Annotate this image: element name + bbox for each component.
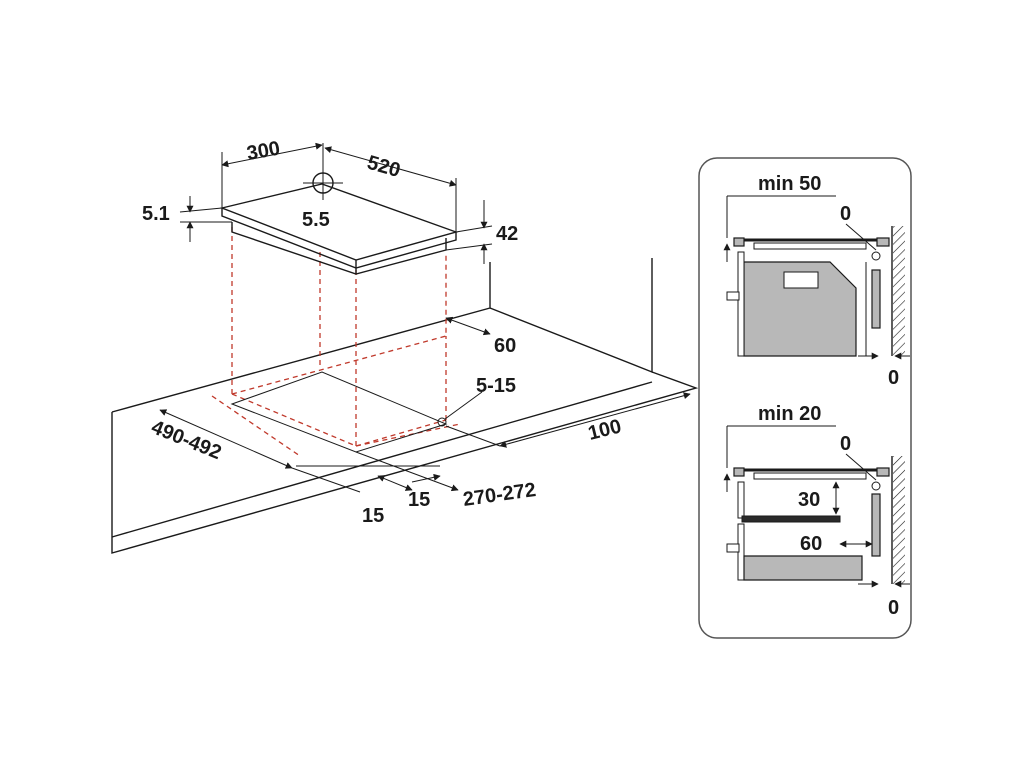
- dim-front-100: 100: [586, 415, 624, 444]
- dim-rear-60: 60: [494, 335, 516, 357]
- zero-top-label: 0: [840, 203, 851, 225]
- dim-60-label: 60: [800, 533, 822, 555]
- dimension-lines: [159, 142, 691, 493]
- dim-height-42: 42: [496, 223, 518, 245]
- side-top-diagram: [723, 195, 910, 360]
- dim-center-5-5: 5.5: [302, 209, 330, 231]
- side-bottom-diagram: [723, 425, 910, 588]
- side-panel: min 50 0 0: [698, 157, 912, 639]
- main-isometric-drawing: 300 520 5.1 5.5 42 60 5-15 100 490-492 1…: [111, 137, 699, 554]
- min-20-label: min 20: [758, 403, 821, 425]
- side-bottom-labels: min 20 0 30 60 0: [758, 403, 899, 619]
- min-50-label: min 50: [758, 173, 821, 195]
- dim-glass-5-1: 5.1: [142, 203, 170, 225]
- cutout-outline: [211, 224, 461, 457]
- zero-bottom-label: 0: [888, 367, 899, 389]
- dim-cutout-490-492: 490-492: [148, 416, 224, 464]
- dim-right-15: 15: [408, 489, 430, 511]
- dim-left-15: 15: [362, 505, 384, 527]
- side-top-labels: min 50 0 0: [758, 173, 899, 389]
- zero-bottom-label-2: 0: [888, 597, 899, 619]
- hob: [219, 143, 459, 275]
- cutout-edges: [230, 371, 448, 453]
- dimension-labels: 300 520 5.1 5.5 42 60 5-15 100 490-492 1…: [142, 137, 624, 527]
- dim-depth-520: 520: [365, 152, 403, 182]
- dim-cutout-270-272: 270-272: [462, 479, 538, 511]
- dim-width-300: 300: [245, 137, 282, 164]
- dim-hole-5-15: 5-15: [476, 375, 516, 397]
- dim-30-label: 30: [798, 489, 820, 511]
- countertop: [111, 258, 699, 554]
- zero-top-label-2: 0: [840, 433, 851, 455]
